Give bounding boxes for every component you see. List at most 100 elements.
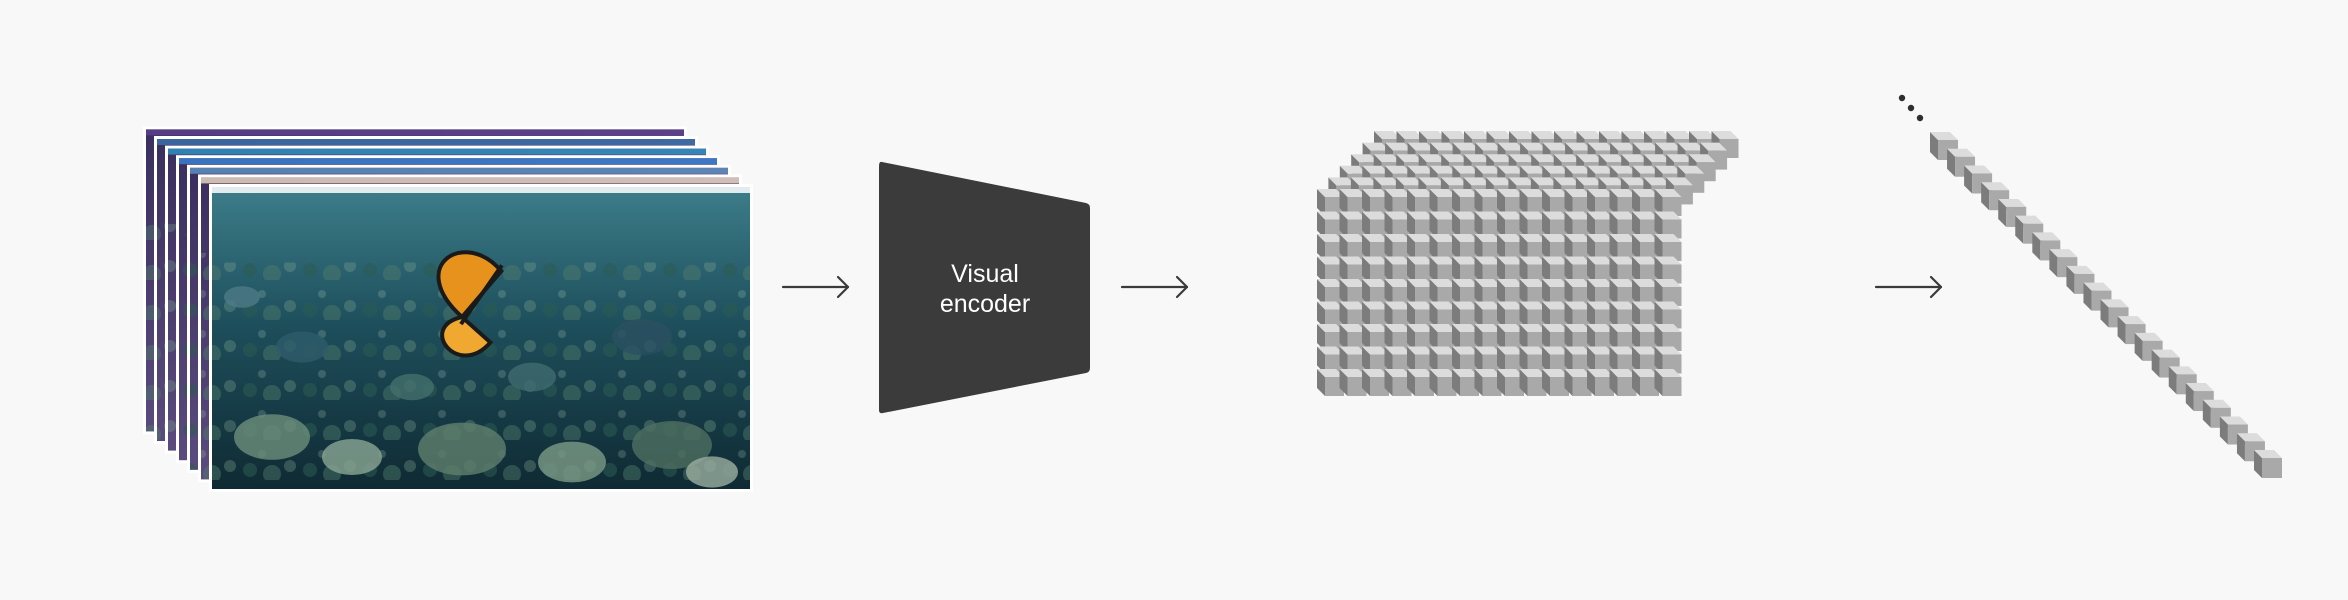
token-cube <box>1362 369 1389 396</box>
token-cube <box>1497 189 1524 216</box>
token-cube <box>1474 279 1502 306</box>
token-cube <box>1519 234 1547 261</box>
token-cube <box>1474 369 1502 396</box>
token-cube <box>1654 189 1682 216</box>
token-cube <box>1542 279 1569 306</box>
token-cube <box>1452 346 1479 374</box>
token-cube <box>1474 256 1502 284</box>
token-cube <box>1317 189 1344 216</box>
token-cube <box>1542 256 1569 284</box>
token-cube <box>1542 189 1569 216</box>
token-cube <box>1609 189 1637 216</box>
token-cube <box>1407 279 1434 306</box>
token-cube <box>1407 324 1434 351</box>
token-cube <box>1452 256 1479 284</box>
token-cube <box>1609 211 1637 239</box>
token-cube <box>1474 301 1502 329</box>
token-cube <box>1362 279 1389 306</box>
token-cube <box>1362 256 1389 284</box>
token-cube <box>1429 189 1457 216</box>
token-cube <box>1317 256 1344 284</box>
token-cube <box>1564 256 1592 284</box>
token-cube <box>1542 234 1569 261</box>
token-cube <box>1452 279 1479 306</box>
token-cube <box>1317 369 1344 396</box>
token-cube <box>1407 211 1434 239</box>
token-cube <box>1474 189 1502 216</box>
token-cube <box>1407 234 1434 261</box>
ellipsis-icon <box>1898 94 1924 122</box>
token-cube <box>1632 189 1659 216</box>
token-cube <box>1384 279 1412 306</box>
token-cube <box>1654 279 1682 306</box>
token-cube <box>1497 279 1524 306</box>
token-cube <box>1497 301 1524 329</box>
token-cube <box>1587 256 1614 284</box>
token-cube <box>1632 279 1659 306</box>
token-cube <box>1452 189 1479 216</box>
token-cube <box>1587 234 1614 261</box>
token-cube <box>1542 369 1569 396</box>
token-cube <box>1587 211 1614 239</box>
token-cube <box>1362 324 1389 351</box>
token-cube <box>1519 369 1547 396</box>
token-cube <box>1587 369 1614 396</box>
visual-encoder-block: Visual encoder <box>879 161 1090 414</box>
token-cube <box>1519 256 1547 284</box>
token-cube <box>1654 324 1682 351</box>
token-cube <box>1542 301 1569 329</box>
token-cube <box>1519 324 1547 351</box>
token-cube <box>1587 324 1614 351</box>
video-frames-stack <box>143 126 753 492</box>
token-cube <box>1632 301 1659 329</box>
token-cube <box>1497 346 1524 374</box>
token-cube <box>1429 301 1457 329</box>
token-cube <box>1317 279 1344 306</box>
token-cube <box>1564 346 1592 374</box>
token-cube <box>1317 301 1344 329</box>
token-cube <box>1452 234 1479 261</box>
token-cube <box>1384 256 1412 284</box>
token-cube <box>1317 346 1344 374</box>
token-cube <box>1654 369 1682 396</box>
token-cube <box>1317 211 1344 239</box>
token-cube <box>1384 189 1412 216</box>
token-cube <box>1654 211 1682 239</box>
token-cube <box>1632 369 1659 396</box>
token-cube <box>1384 369 1412 396</box>
token-cube <box>1609 301 1637 329</box>
token-cube <box>1609 324 1637 351</box>
token-cube <box>1564 301 1592 329</box>
token-cube <box>1384 211 1412 239</box>
token-cube <box>1407 189 1434 216</box>
token-cube <box>1452 324 1479 351</box>
token-cube <box>1474 346 1502 374</box>
token-cube <box>1587 301 1614 329</box>
token-cube <box>1632 324 1659 351</box>
token-cube <box>1429 211 1457 239</box>
encoder-label-line1: Visual <box>951 260 1019 288</box>
token-cube <box>1564 234 1592 261</box>
token-cube <box>1587 346 1614 374</box>
token-cube <box>1632 211 1659 239</box>
token-cube <box>1407 369 1434 396</box>
token-cube <box>1654 234 1682 261</box>
token-cube <box>1362 346 1389 374</box>
token-cube <box>1362 211 1389 239</box>
token-cube <box>1429 279 1457 306</box>
token-cube <box>1429 324 1457 351</box>
token-cube <box>1474 234 1502 261</box>
token-cube <box>1497 211 1524 239</box>
token-cube <box>1519 279 1547 306</box>
token-cube <box>1542 346 1569 374</box>
token-cube <box>1339 346 1367 374</box>
token-cube <box>1429 234 1457 261</box>
token-cube <box>1542 324 1569 351</box>
token-cube <box>1609 346 1637 374</box>
token-cube <box>1564 324 1592 351</box>
arrow-frames-to-encoder <box>781 275 850 299</box>
token-cube <box>1452 301 1479 329</box>
token-cube <box>1339 256 1367 284</box>
token-cube <box>1609 234 1637 261</box>
